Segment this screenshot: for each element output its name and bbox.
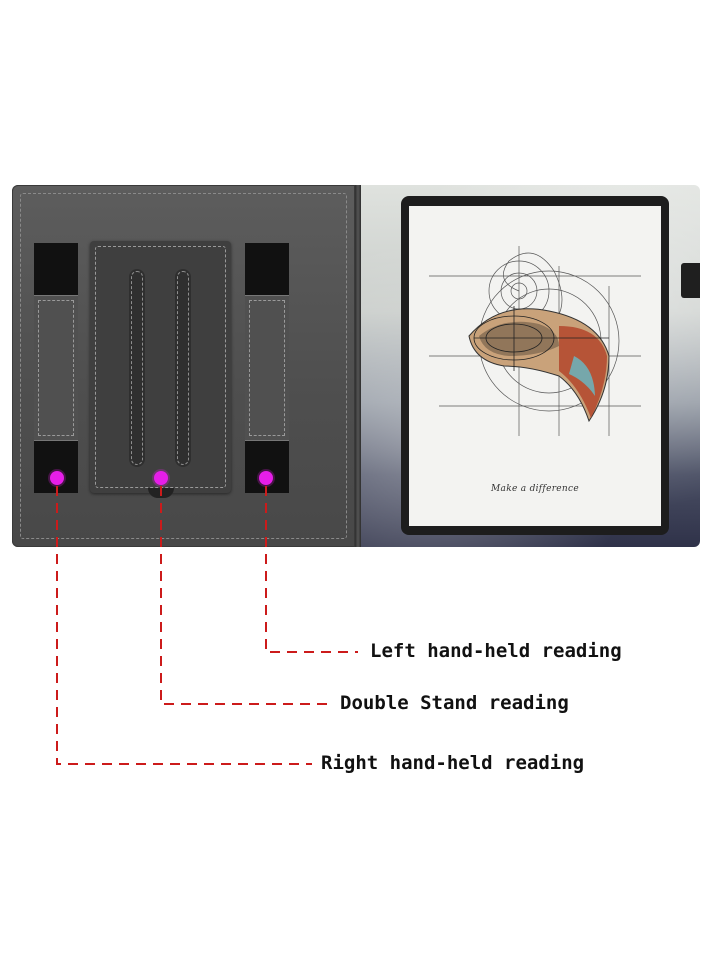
nautilus-sketch	[429, 246, 641, 436]
marker-left-hand	[259, 471, 273, 485]
elastic-band-top	[245, 243, 289, 295]
ereader-display: Make a difference	[409, 206, 661, 526]
callout-line-right-hand	[56, 486, 312, 765]
label-right-hand-reading: Right hand-held reading	[321, 752, 585, 774]
strap-leather	[34, 295, 78, 441]
pen-loop-tab	[681, 263, 700, 298]
stand-groove-left	[129, 269, 145, 467]
label-double-stand-reading: Double Stand reading	[340, 692, 569, 714]
strap-leather	[245, 295, 289, 441]
elastic-band-top	[34, 243, 78, 295]
marker-right-hand	[50, 471, 64, 485]
case-spine	[355, 185, 361, 547]
callout-line-left-hand	[265, 486, 358, 653]
stand-groove-right	[175, 269, 191, 467]
screen-motto: Make a difference	[491, 484, 579, 494]
stylus-pocket	[90, 241, 231, 493]
callout-line-double-stand	[160, 486, 333, 705]
label-left-hand-reading: Left hand-held reading	[370, 640, 622, 662]
right-hand-strap	[245, 243, 289, 493]
marker-double-stand	[154, 471, 168, 485]
ereader-device: Make a difference	[401, 196, 669, 535]
